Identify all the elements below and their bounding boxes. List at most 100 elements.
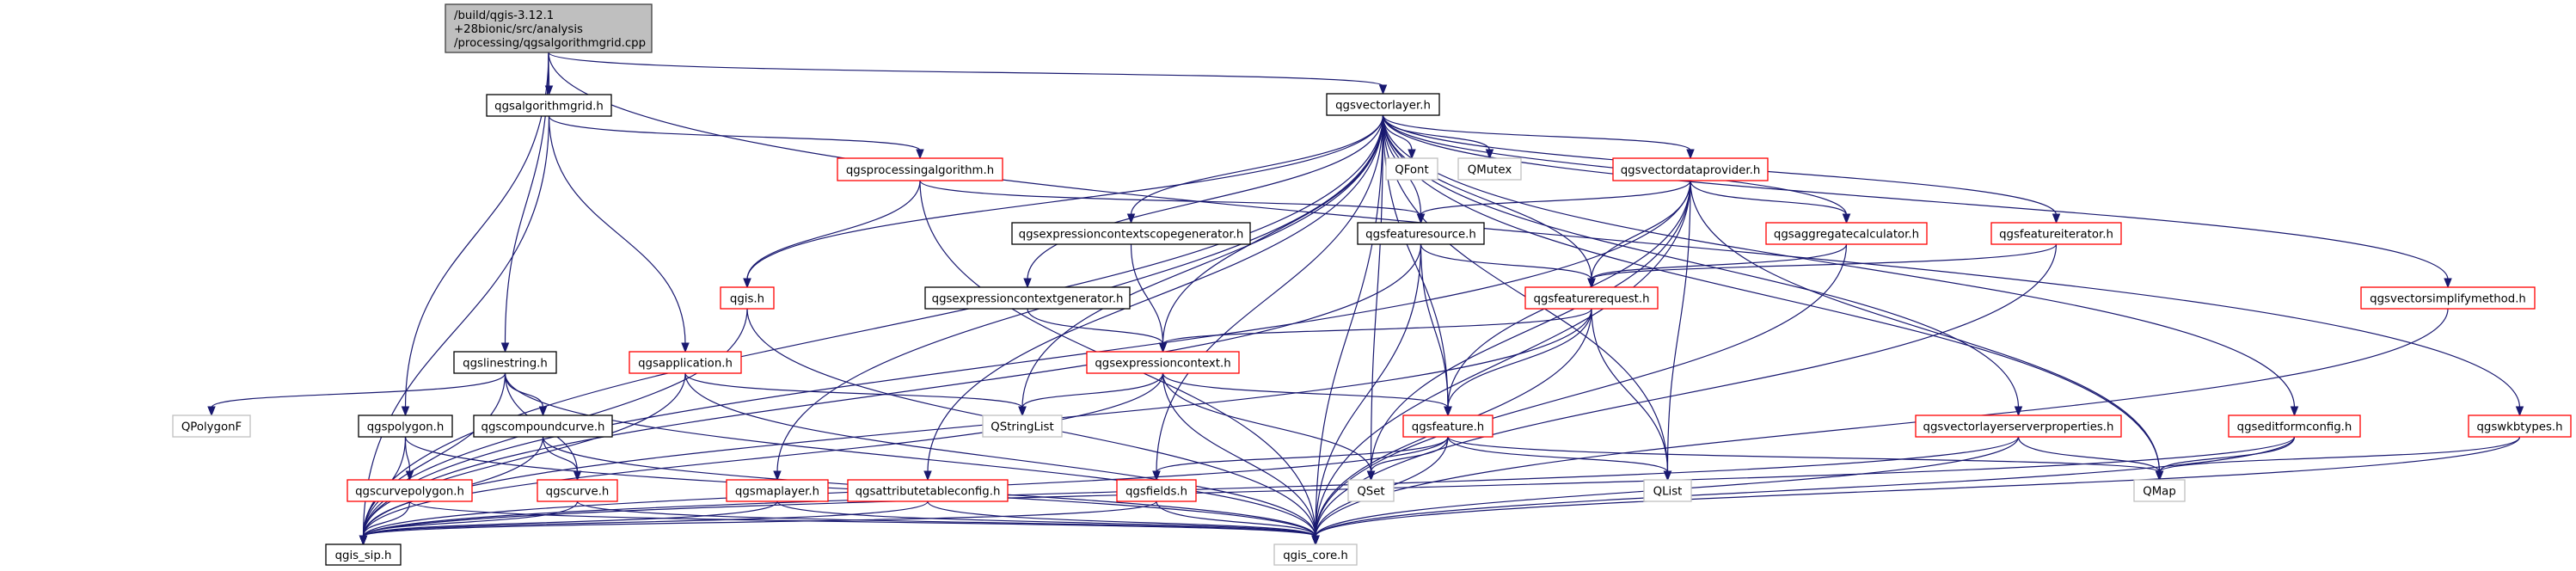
node-qgsprocessingalgorithm[interactable]: qgsprocessingalgorithm.h [837, 157, 1003, 181]
node-box[interactable] [325, 543, 402, 566]
node-box[interactable] [358, 414, 453, 438]
node-box[interactable] [453, 351, 557, 374]
node-root[interactable]: /build/qgis-3.12.1+28bionic/src/analysis… [445, 3, 653, 53]
node-box[interactable] [486, 94, 612, 117]
node-QMutex[interactable]: QMutex [1457, 157, 1522, 181]
node-box[interactable] [1990, 222, 2122, 245]
node-qgsaggregatecalculator[interactable]: qgsaggregatecalculator.h [1765, 222, 1928, 245]
edge-qgsvectorlayer-to-qgsexpressioncontextscopegenerator [1130, 114, 1384, 216]
node-box[interactable] [1086, 351, 1240, 374]
node-QSet[interactable]: QSet [1347, 479, 1395, 502]
edge-qgsfields-to-qgis_sip [362, 500, 1157, 537]
arrowhead-qgsvectorlayer-to-QMutex [1485, 149, 1494, 160]
node-QMap[interactable]: QMap [2133, 479, 2186, 502]
node-box[interactable] [1011, 222, 1251, 245]
node-qgis_core[interactable]: qgis_core.h [1273, 543, 1358, 566]
node-box[interactable] [2133, 479, 2186, 502]
arrowhead-qgsfeatureiterator-to-qgsfeaturerequest [1587, 278, 1596, 289]
node-box[interactable] [1402, 414, 1493, 438]
node-qgis_sip[interactable]: qgis_sip.h [325, 543, 402, 566]
node-qgswkbtypes[interactable]: qgswkbtypes.h [2468, 414, 2572, 438]
edge-qgsvectorlayer-to-qgis [746, 114, 1384, 280]
node-box[interactable] [172, 414, 251, 438]
nodes-layer: /build/qgis-3.12.1+28bionic/src/analysis… [172, 3, 2572, 566]
edge-qgswkbtypes-to-qgis_core [1315, 436, 2521, 537]
node-box[interactable] [1612, 157, 1769, 181]
node-box[interactable] [1357, 222, 1485, 245]
node-qgscompoundcurve[interactable]: qgscompoundcurve.h [473, 414, 613, 438]
node-label-line: /processing/qgsalgorithmgrid.cpp [454, 37, 646, 50]
node-QStringList[interactable]: QStringList [982, 414, 1063, 438]
edge-qgsaggregatecalculator-to-qgsfeaturerequest [1591, 243, 1848, 280]
edge-root-to-qgswkbtypes [548, 52, 2521, 408]
node-qgis[interactable]: qgis.h [720, 286, 775, 310]
node-qgsfeature[interactable]: qgsfeature.h [1402, 414, 1493, 438]
node-QList[interactable]: QList [1643, 479, 1692, 502]
node-qgsexpressioncontext[interactable]: qgsexpressioncontext.h [1086, 351, 1240, 374]
edges-layer [207, 52, 2524, 546]
node-label: qgis_core.h [1283, 550, 1348, 562]
node-qgspolygon[interactable]: qgspolygon.h [358, 414, 453, 438]
node-box[interactable] [1347, 479, 1395, 502]
node-qgsalgorithmgrid[interactable]: qgsalgorithmgrid.h [486, 94, 612, 117]
node-qgscurvepolygon[interactable]: qgscurvepolygon.h [347, 479, 473, 502]
node-box[interactable] [1273, 543, 1358, 566]
node-qgsfeaturesource[interactable]: qgsfeaturesource.h [1357, 222, 1485, 245]
node-qgseditformconfig[interactable]: qgseditformconfig.h [2228, 414, 2361, 438]
node-box[interactable] [473, 414, 613, 438]
node-label: qgscurve.h [546, 486, 610, 499]
node-qgsfields[interactable]: qgsfields.h [1116, 479, 1197, 502]
node-label: qgsfeaturesource.h [1365, 229, 1476, 242]
node-box[interactable] [1457, 157, 1522, 181]
node-box[interactable] [924, 286, 1131, 310]
node-qgslinestring[interactable]: qgslinestring.h [453, 351, 557, 374]
node-box[interactable] [1385, 157, 1438, 181]
edge-qgsvectordataprovider-to-qgsaggregatecalculator [1690, 180, 1848, 216]
edge-qgsfeaturerequest-to-qgsfeature [1447, 308, 1592, 408]
node-box[interactable] [847, 479, 1009, 502]
node-QPolygonF[interactable]: QPolygonF [172, 414, 251, 438]
node-qgsvectorlayer[interactable]: qgsvectorlayer.h [1326, 93, 1440, 116]
node-box[interactable] [537, 479, 618, 502]
node-qgsapplication[interactable]: qgsapplication.h [629, 351, 742, 374]
node-box[interactable] [726, 479, 829, 502]
node-label: qgsexpressioncontextgenerator.h [932, 293, 1124, 306]
node-label: QMap [2143, 486, 2176, 499]
node-box[interactable] [837, 157, 1003, 181]
node-box[interactable] [629, 351, 742, 374]
arrowhead-qgsfields-to-qgis_core [1311, 535, 1320, 546]
node-qgsexpressioncontextscopegenerator[interactable]: qgsexpressioncontextscopegenerator.h [1011, 222, 1251, 245]
edge-qgsexpressioncontext-to-qgis_sip [362, 372, 1164, 537]
node-box[interactable] [982, 414, 1063, 438]
node-qgsattributetableconfig[interactable]: qgsattributetableconfig.h [847, 479, 1009, 502]
node-qgsfeaturerequest[interactable]: qgsfeaturerequest.h [1524, 286, 1659, 310]
node-box[interactable] [1116, 479, 1197, 502]
node-qgsmaplayer[interactable]: qgsmaplayer.h [726, 479, 829, 502]
node-box[interactable] [1643, 479, 1692, 502]
node-QFont[interactable]: QFont [1385, 157, 1438, 181]
edge-qgsvectorlayer-to-qgsvectorsimplifymethod [1382, 114, 2449, 280]
node-qgsexpressioncontextgenerator[interactable]: qgsexpressioncontextgenerator.h [924, 286, 1131, 310]
node-box[interactable] [720, 286, 775, 310]
edge-qgsexpressioncontext-to-QSet [1162, 372, 1372, 473]
node-qgscurve[interactable]: qgscurve.h [537, 479, 618, 502]
node-box[interactable] [445, 3, 653, 53]
node-qgsvectorlayerserverproperties[interactable]: qgsvectorlayerserverproperties.h [1915, 414, 2122, 438]
node-box[interactable] [2360, 286, 2536, 310]
edge-qgslinestring-to-qgscompoundcurve [504, 372, 544, 408]
arrowhead-root-to-qgslinestring [500, 342, 510, 353]
edge-qgseditformconfig-to-qgis_sip [362, 436, 2296, 537]
node-label: qgsfeaturerequest.h [1533, 293, 1649, 306]
node-box[interactable] [1524, 286, 1659, 310]
node-box[interactable] [2468, 414, 2572, 438]
node-box[interactable] [1326, 93, 1440, 116]
node-box[interactable] [2228, 414, 2361, 438]
node-qgsvectordataprovider[interactable]: qgsvectordataprovider.h [1612, 157, 1769, 181]
node-qgsfeatureiterator[interactable]: qgsfeatureiterator.h [1990, 222, 2122, 245]
node-box[interactable] [1765, 222, 1928, 245]
edge-qgsexpressioncontextgenerator-to-qgsexpressioncontext [1027, 308, 1164, 345]
node-qgsvectorsimplifymethod[interactable]: qgsvectorsimplifymethod.h [2360, 286, 2536, 310]
node-box[interactable] [347, 479, 473, 502]
node-label: qgsapplication.h [638, 358, 733, 371]
node-box[interactable] [1915, 414, 2122, 438]
